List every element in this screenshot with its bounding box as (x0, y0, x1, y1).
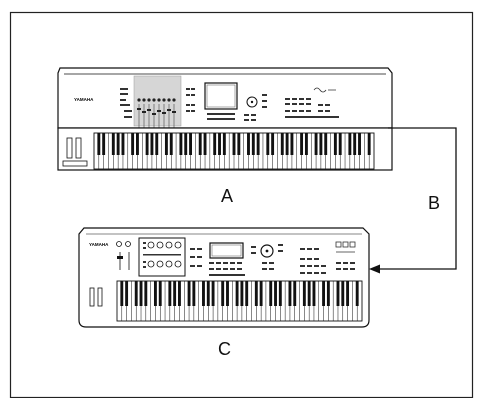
keyboard-a-black-key (257, 133, 260, 155)
keyboard-c-black-key (313, 281, 316, 306)
keyboard-c-black-key (178, 281, 181, 306)
keyboard-a-black-key (131, 133, 134, 155)
keyboard-a-black-key (112, 133, 115, 155)
keyboard-a-black-key (281, 133, 284, 155)
keyboard-c-black-key (140, 281, 143, 306)
keyboard-a-black-key (247, 133, 250, 155)
keyboard-a-black-key (252, 133, 255, 155)
keyboard-c-black-key (192, 281, 195, 306)
keyboard-a-black-key (150, 133, 153, 155)
keyboard-c-black-key (207, 281, 210, 306)
keyboard-a-black-key (170, 133, 173, 155)
keyboard-a-black-key (136, 133, 139, 155)
label-keyboard-c: C (218, 339, 231, 360)
keyboard-c-black-key (212, 281, 215, 306)
keyboard-a-black-key (353, 133, 356, 155)
keyboard-a-black-key (271, 133, 274, 155)
pitch-wheel-c (90, 288, 94, 306)
keyboard-a-black-key (117, 133, 120, 155)
keyboard-c-black-key (226, 281, 229, 306)
keyboard-c-black-key (255, 281, 258, 306)
keyboard-a-black-key (179, 133, 182, 155)
keyboard-a-black-key (199, 133, 202, 155)
keyboard-c-black-key (159, 281, 162, 306)
label-connection-b: B (428, 193, 440, 214)
keyboard-a-black-key (339, 133, 342, 155)
keyboard-c-black-key (308, 281, 311, 306)
keyboard-c-black-key (202, 281, 205, 306)
keyboard-c-black-key (322, 281, 325, 306)
keyboard-a-black-key (334, 133, 337, 155)
keyboard-c-black-key (120, 281, 123, 306)
mod-wheel-c (98, 288, 102, 306)
keyboard-a-black-key (184, 133, 187, 155)
keyboard-c-black-key (303, 281, 306, 306)
keyboard-c-black-key (289, 281, 292, 306)
keybed-c (117, 281, 362, 321)
arrow-head-icon (369, 265, 380, 274)
keyboard-a-black-key (204, 133, 207, 155)
keyboard-a-black-key (122, 133, 125, 155)
keyboard-a-black-key (290, 133, 293, 155)
keyboard-c-black-key (125, 281, 128, 306)
keyboard-a-black-key (155, 133, 158, 155)
keyboard-c-black-key (135, 281, 138, 306)
brand-logo-a: YAMAHA (74, 97, 94, 102)
keyboard-c-black-key (260, 281, 263, 306)
mod-wheel-a (76, 138, 81, 158)
keyboard-a-black-key (233, 133, 236, 155)
keyboard-a-black-key (324, 133, 327, 155)
keyboard-c-black-key (245, 281, 248, 306)
keyboard-a-black-key (315, 133, 318, 155)
keyboard-a-black-key (348, 133, 351, 155)
keyboard-c-black-key (346, 281, 349, 306)
keyboard-a-black-key (300, 133, 303, 155)
keyboard-c-black-key (327, 281, 330, 306)
keyboard-c-black-key (173, 281, 176, 306)
keyboard-a-black-key (165, 133, 168, 155)
keyboard-a-black-key (146, 133, 149, 155)
keyboard-c-black-key (337, 281, 340, 306)
keyboard-a: YAMAHA (58, 68, 392, 170)
display-a (205, 83, 237, 109)
keyboard-a-black-key (286, 133, 289, 155)
keyboard-a-black-key (213, 133, 216, 155)
keyboard-a-black-key (368, 133, 371, 155)
keyboard-c-black-key (341, 281, 344, 306)
keyboard-c-black-key (188, 281, 191, 306)
brand-logo-c: YAMAHA (89, 242, 109, 247)
keyboard-c-black-key (279, 281, 282, 306)
keyboard-c-black-key (154, 281, 157, 306)
keyboard-c-black-key (274, 281, 277, 306)
keyboard-c-black-key (240, 281, 243, 306)
keyboard-c-black-key (221, 281, 224, 306)
keyboard-a-black-key (97, 133, 100, 155)
keyboard-c-black-key (168, 281, 171, 306)
keyboard-a-black-key (266, 133, 269, 155)
keyboard-c: YAMAHA (79, 228, 369, 327)
keyboard-a-black-key (102, 133, 105, 155)
pitch-wheel-a (67, 138, 72, 158)
keyboard-c-black-key (236, 281, 239, 306)
keyboard-a-black-key (305, 133, 308, 155)
keyboard-a-black-key (319, 133, 322, 155)
keyboard-c-black-key (144, 281, 147, 306)
keyboard-c-black-key (356, 281, 359, 306)
label-keyboard-a: A (221, 186, 233, 207)
keyboard-a-black-key (223, 133, 226, 155)
keyboard-c-black-key (269, 281, 272, 306)
keyboard-a-black-key (218, 133, 221, 155)
keyboard-a-black-key (237, 133, 240, 155)
keyboard-c-black-key (293, 281, 296, 306)
keyboard-a-black-key (189, 133, 192, 155)
keyboard-a-black-key (358, 133, 361, 155)
